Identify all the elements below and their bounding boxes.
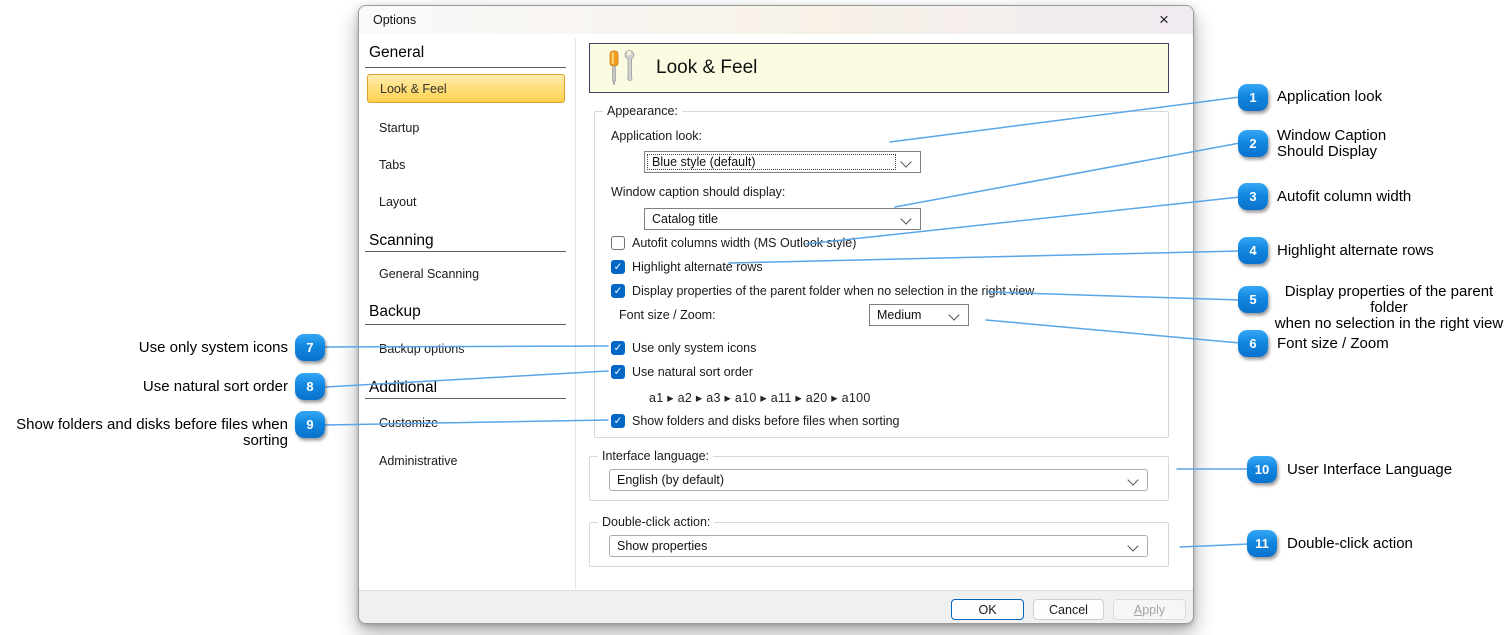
checkbox-folders-before-files[interactable]: ✓ Show folders and disks before files wh… [611,413,900,429]
focus-rect: Blue style (default) [647,154,896,170]
chevron-down-icon[interactable] [1127,540,1139,552]
checkbox-use-system-icons[interactable]: ✓ Use only system icons [611,340,756,356]
checkbox-checked-icon[interactable]: ✓ [611,341,625,355]
callout-label-5: Display properties of the parent folder … [1274,283,1504,332]
sidebar-header-additional: Additional [369,379,438,396]
callout-badge-8: 8 [295,373,325,400]
callout-badge-4: 4 [1238,237,1268,264]
checkbox-checked-icon[interactable]: ✓ [611,284,625,298]
callout-label-10: User Interface Language [1287,461,1453,478]
checkbox-label: Show folders and disks before files when… [632,413,900,428]
callout-label-3: Autofit column width [1277,188,1412,205]
callout-badge-9: 9 [295,411,325,438]
callout-badge-2: 2 [1238,130,1268,157]
title-bar: Options × [359,6,1193,34]
checkbox-label: Autofit columns width (MS Outlook style) [632,235,857,250]
sidebar-item-customize[interactable]: Customize [379,416,439,430]
font-size-select[interactable]: Medium [869,304,969,326]
checkbox-label: Use only system icons [632,340,757,355]
sidebar-header-scanning: Scanning [369,232,434,249]
ok-button[interactable]: OK [951,599,1024,620]
callout-label-8: Use natural sort order [142,378,288,395]
callout-label-9: Show folders and disks before files when… [16,416,288,449]
chevron-down-icon[interactable] [948,309,960,321]
window-caption-label: Window caption should display: [611,185,786,199]
checkbox-label: Highlight alternate rows [632,259,763,274]
sidebar-header-backup: Backup [369,303,421,320]
callout-label-11: Double-click action [1287,535,1413,552]
sidebar-item-layout[interactable]: Layout [379,195,417,209]
checkbox-autofit-columns[interactable]: Autofit columns width (MS Outlook style) [611,235,856,251]
page-banner: Look & Feel [589,43,1169,93]
font-size-value: Medium [877,308,922,322]
checkbox-checked-icon[interactable]: ✓ [611,365,625,379]
checkbox-checked-icon[interactable]: ✓ [611,414,625,428]
checkbox-unchecked-icon[interactable] [611,236,625,250]
callout-badge-11: 11 [1247,530,1277,557]
callout-label-4: Highlight alternate rows [1277,242,1434,259]
chevron-down-icon[interactable] [900,213,912,225]
appearance-group-label: Appearance: [603,104,682,119]
checkbox-label: Use natural sort order [632,364,753,379]
callout-badge-6: 6 [1238,330,1268,357]
chevron-down-icon[interactable] [900,156,912,168]
callout-label-2: Window Caption Should Display [1277,127,1387,160]
callout-badge-10: 10 [1247,456,1277,483]
sidebar-rule [365,251,566,252]
application-look-label: Application look: [611,129,703,143]
sidebar-rule [365,398,566,399]
sidebar-divider [575,38,576,589]
application-look-value: Blue style (default) [652,155,756,169]
checkbox-checked-icon[interactable]: ✓ [611,260,625,274]
application-look-select[interactable]: Blue style (default) [644,151,921,173]
double-click-group-label: Double-click action: [598,515,715,530]
close-icon[interactable]: × [1159,10,1169,29]
checkbox-natural-sort-order[interactable]: ✓ Use natural sort order [611,364,753,380]
sidebar-header-general: General [369,44,425,61]
window-caption-value: Catalog title [652,212,719,226]
callout-badge-3: 3 [1238,183,1268,210]
double-click-select[interactable]: Show properties [609,535,1148,557]
natural-sort-example: a1 ▸ a2 ▸ a3 ▸ a10 ▸ a11 ▸ a20 ▸ a100 [649,391,871,405]
font-size-label: Font size / Zoom: [619,308,716,322]
checkbox-display-parent-properties[interactable]: ✓ Display properties of the parent folde… [611,283,1034,299]
sidebar-item-tabs[interactable]: Tabs [379,158,406,172]
options-dialog: Options × General Look & Feel Startup Ta… [358,5,1194,624]
callout-label-1: Application look [1277,88,1383,105]
sidebar-rule [365,67,566,68]
sidebar-item-general-scanning[interactable]: General Scanning [379,267,480,281]
cancel-button-label: Cancel [1049,602,1088,617]
interface-language-group-label: Interface language: [598,449,714,464]
callout-label-6: Font size / Zoom [1277,335,1389,352]
checkbox-label: Display properties of the parent folder … [632,283,1035,298]
interface-language-value: English (by default) [617,473,725,487]
callout-badge-7: 7 [295,334,325,361]
callout-badge-5: 5 [1238,286,1268,313]
page-title: Look & Feel [656,57,758,78]
callout-label-7: Use only system icons [138,339,288,356]
checkbox-highlight-alternate-rows[interactable]: ✓ Highlight alternate rows [611,259,763,275]
sidebar-item-backup-options[interactable]: Backup options [379,342,465,356]
interface-language-select[interactable]: English (by default) [609,469,1148,491]
double-click-value: Show properties [617,539,708,553]
apply-button-label: Apply [1133,602,1166,617]
sidebar-item-startup[interactable]: Startup [379,121,420,135]
callout-badge-1: 1 [1238,84,1268,111]
cancel-button[interactable]: Cancel [1033,599,1104,620]
window-caption-select[interactable]: Catalog title [644,208,921,230]
apply-button[interactable]: Apply [1113,599,1186,620]
ok-button-label: OK [978,602,997,617]
sidebar-item-look-and-feel[interactable]: Look & Feel [367,74,565,103]
chevron-down-icon[interactable] [1127,474,1139,486]
screwdriver-wrench-icon [604,49,642,92]
sidebar-rule [365,324,566,325]
sidebar-item-administrative[interactable]: Administrative [379,454,458,468]
window-title: Options [373,13,417,27]
